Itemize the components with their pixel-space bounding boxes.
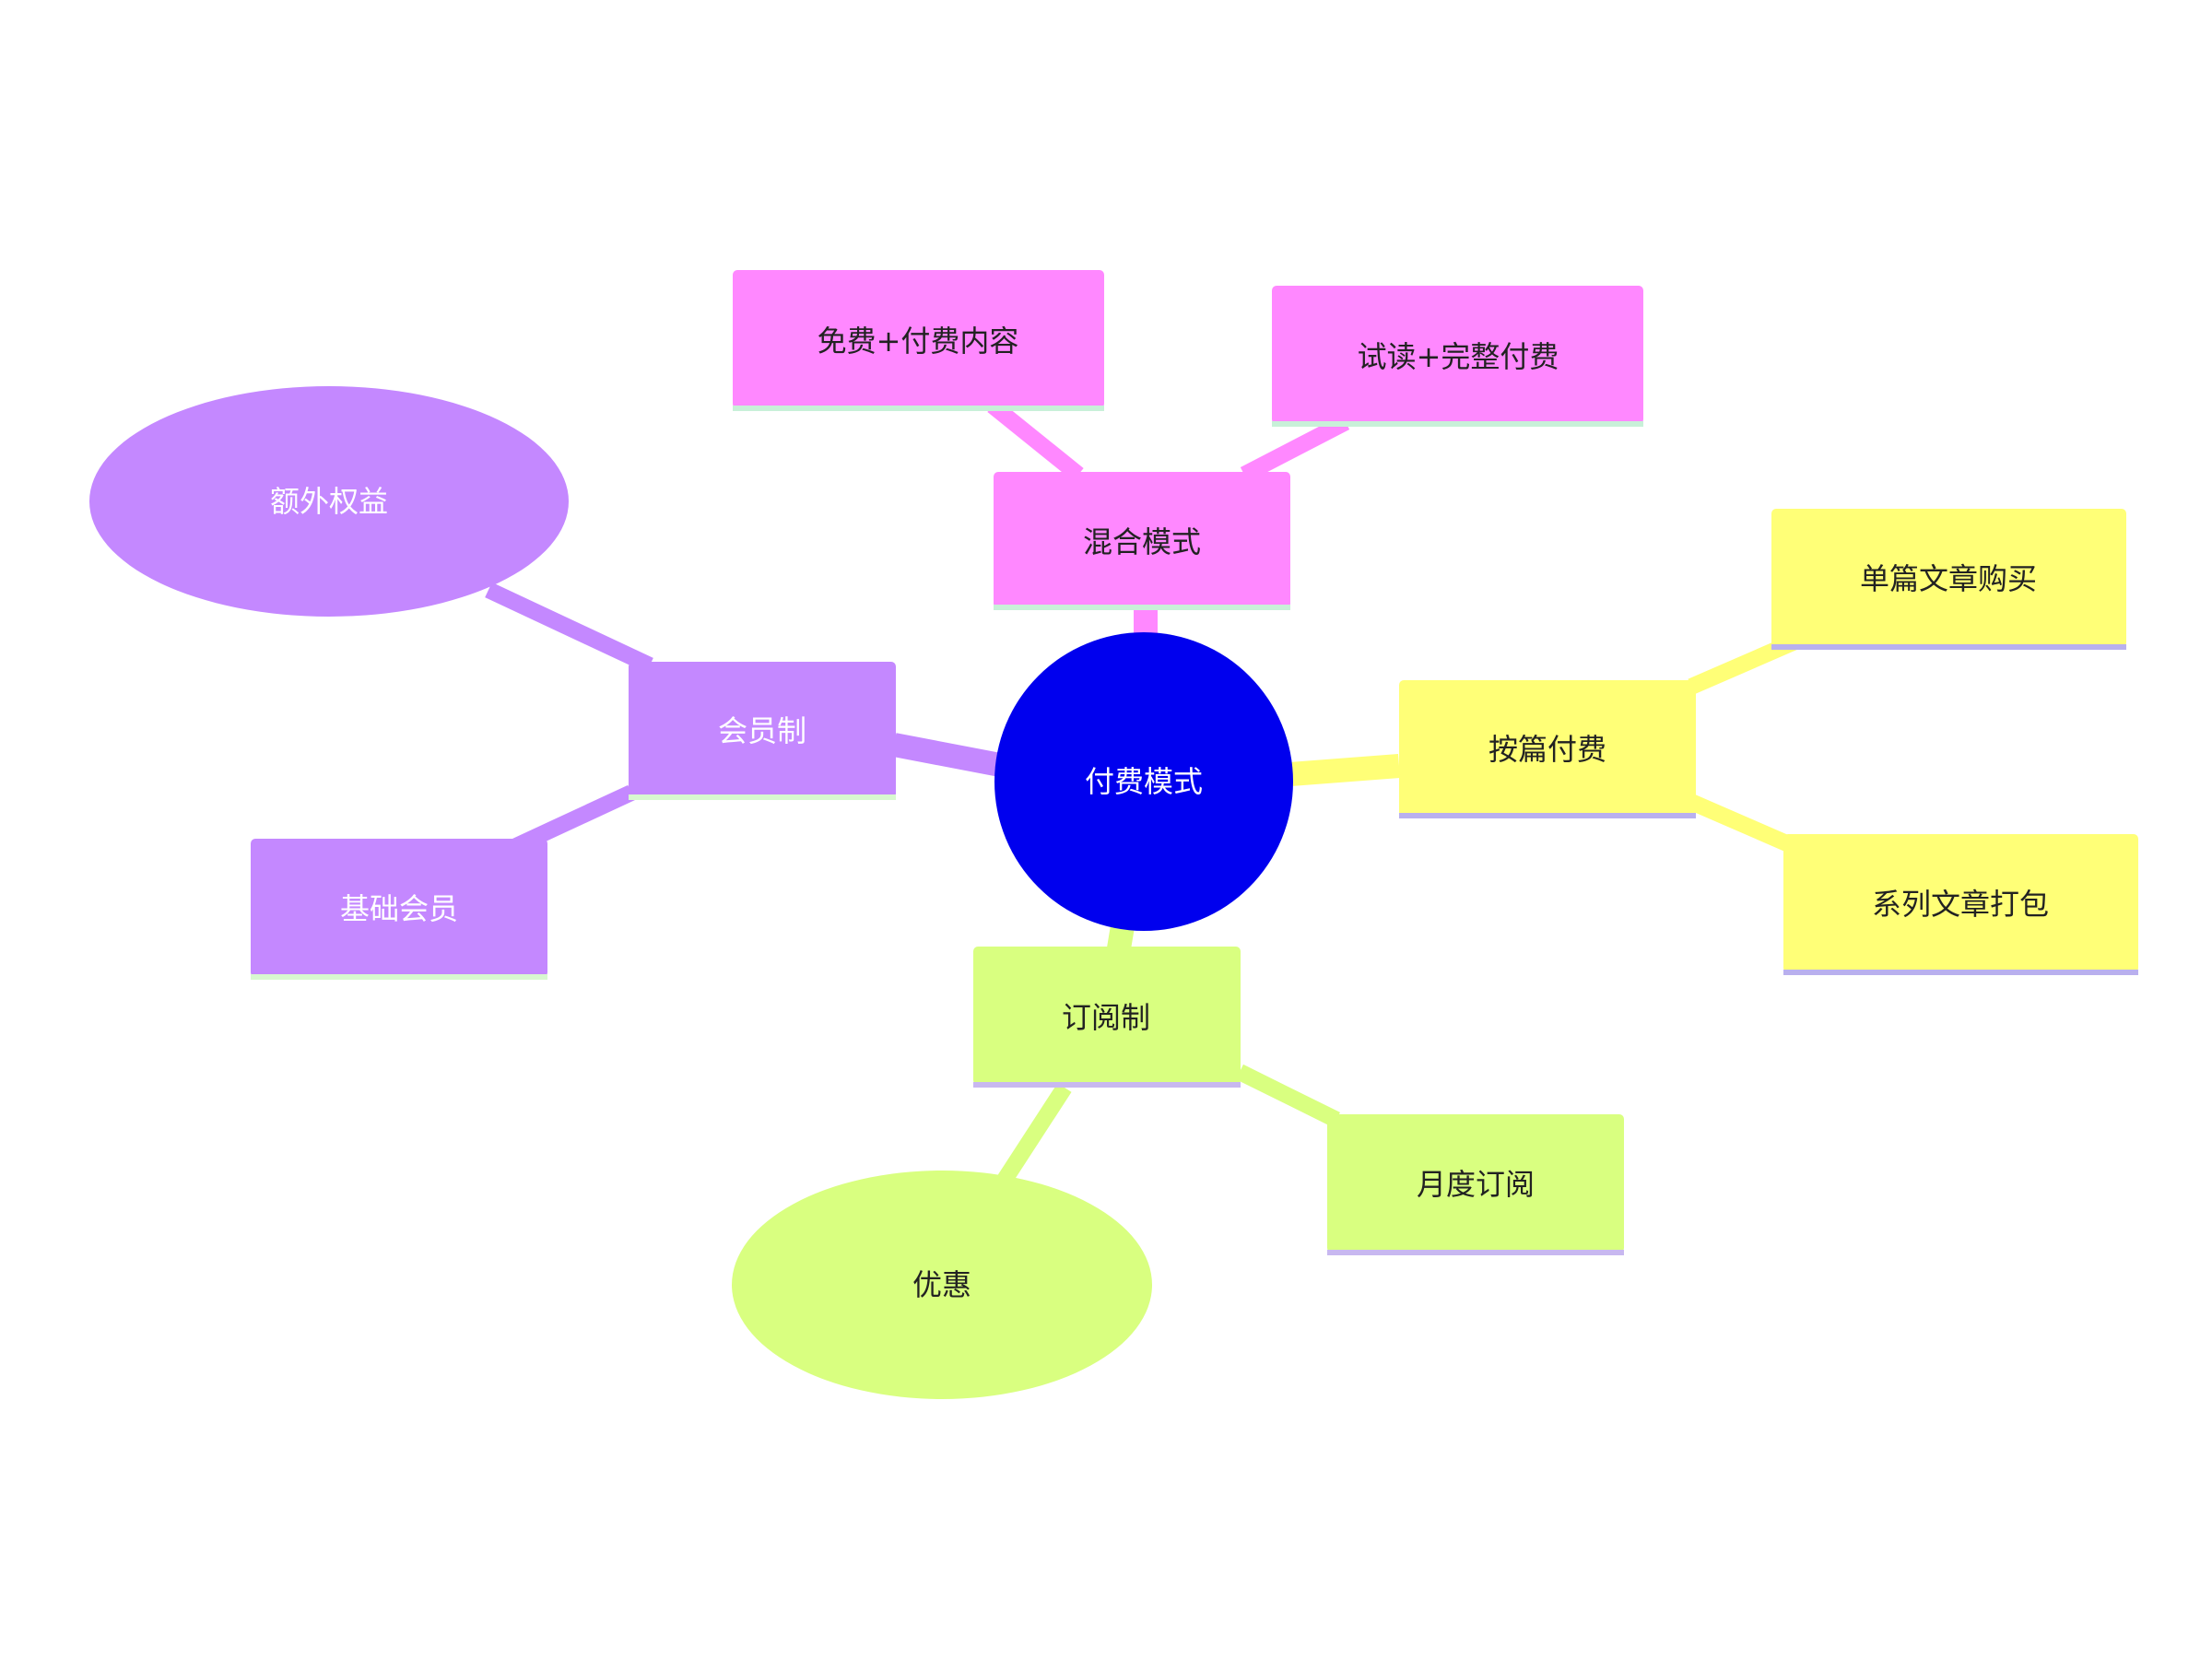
node-monthly-label: 月度订阅 [1417, 1167, 1535, 1202]
node-single-article[interactable]: 单篇文章购买 [1771, 509, 2126, 650]
node-membership[interactable]: 会员制 [629, 662, 896, 800]
node-trial-full[interactable]: 试读+完整付费 [1272, 286, 1643, 427]
branch-mixed: 混合模式 免费+付费内容 试读+完整付费 [733, 270, 1643, 610]
node-membership-label: 会员制 [718, 713, 806, 748]
node-mixed-label: 混合模式 [1083, 524, 1201, 559]
node-trial-full-label: 试读+完整付费 [1358, 339, 1559, 374]
node-monthly[interactable]: 月度订阅 [1327, 1114, 1624, 1255]
node-extra-benefits[interactable]: 额外权益 [89, 386, 569, 617]
branch-subscription: 订阅制 月度订阅 优惠 [732, 947, 1624, 1399]
node-single-article-label: 单篇文章购买 [1860, 561, 2037, 596]
branch-per-article: 按篇付费 单篇文章购买 系列文章打包 [1399, 509, 2138, 975]
node-basic-member-label: 基础会员 [340, 891, 458, 926]
edge-subscription-monthly [1236, 1064, 1340, 1128]
node-subscription-label: 订阅制 [1062, 1000, 1150, 1035]
node-discount-label: 优惠 [912, 1267, 971, 1302]
edge-per-article-series [1688, 794, 1801, 856]
node-subscription[interactable]: 订阅制 [973, 947, 1241, 1088]
node-extra-benefits-label: 额外权益 [270, 484, 388, 519]
node-root[interactable]: 付费模式 [994, 632, 1293, 931]
node-root-label: 付费模式 [1085, 764, 1203, 799]
node-series-bundle[interactable]: 系列文章打包 [1783, 834, 2138, 975]
edges [485, 398, 1801, 1184]
node-discount[interactable]: 优惠 [732, 1171, 1152, 1399]
edge-root-per-article [1289, 754, 1400, 786]
node-per-article[interactable]: 按篇付费 [1399, 680, 1696, 818]
node-basic-member[interactable]: 基础会员 [251, 839, 547, 980]
edge-mixed-trial-full [1240, 415, 1350, 482]
edge-mixed-free-paid [987, 398, 1084, 482]
edge-membership-extra [485, 582, 653, 674]
edge-subscription-discount [997, 1083, 1072, 1184]
node-series-bundle-label: 系列文章打包 [1872, 887, 2049, 922]
node-free-paid[interactable]: 免费+付费内容 [733, 270, 1104, 411]
node-per-article-label: 按篇付费 [1488, 732, 1606, 767]
node-mixed[interactable]: 混合模式 [994, 472, 1290, 610]
edge-root-membership [891, 733, 1003, 777]
branch-membership: 会员制 额外权益 基础会员 [89, 386, 896, 980]
node-free-paid-label: 免费+付费内容 [818, 324, 1019, 359]
edge-membership-basic [512, 784, 635, 854]
